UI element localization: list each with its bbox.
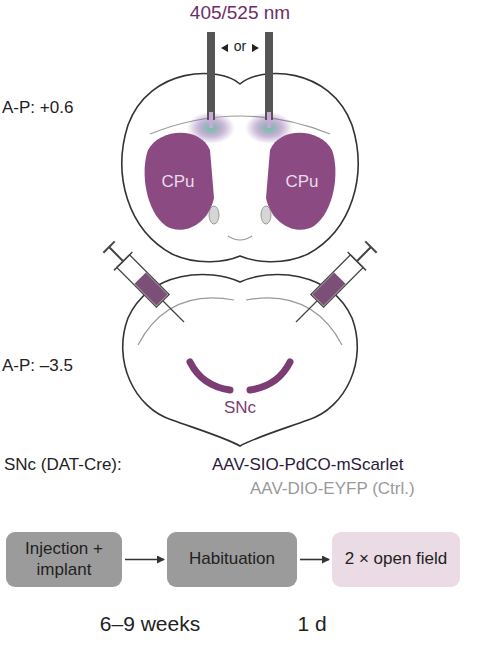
step-text: Injection + implant	[14, 539, 114, 580]
duration-label: 1 d	[297, 612, 326, 636]
wavelength-label: 405/525 nm	[190, 2, 290, 24]
ventricle	[261, 206, 271, 224]
commissure	[228, 236, 252, 240]
corpus-callosum	[150, 116, 330, 134]
cpu-left	[145, 133, 214, 230]
ventricle	[209, 206, 219, 224]
step-arrow	[125, 559, 164, 561]
region-label: CPu	[161, 172, 194, 192]
ap-coordinate: A-P: +0.6	[2, 98, 73, 118]
hippocampus-arc	[246, 298, 342, 345]
syringe-right	[287, 238, 380, 331]
syringe-left	[100, 238, 193, 331]
hippocampus-arc	[138, 298, 234, 345]
light-glow	[245, 112, 293, 144]
step-text: Habituation	[189, 549, 275, 569]
or-arrow-right	[252, 44, 259, 52]
genotype-label: SNc (DAT-Cre):	[4, 455, 122, 475]
light-glow	[187, 112, 235, 144]
step-arrow	[300, 559, 329, 561]
or-label: or	[234, 38, 246, 54]
region-label: CPu	[285, 172, 318, 192]
or-arrow-left	[221, 44, 228, 52]
ap-coordinate: A-P: –3.5	[2, 356, 73, 376]
control-virus-label: AAV-DIO-EYFP (Ctrl.)	[250, 479, 415, 499]
optic-fiber	[265, 32, 273, 120]
step-text: 2 × open field	[345, 549, 448, 569]
duration-label: 6–9 weeks	[100, 612, 200, 636]
snc-left	[190, 362, 230, 390]
optic-fiber	[207, 32, 215, 120]
forebrain-outline	[122, 73, 358, 261]
snc-right	[250, 362, 290, 390]
step-box: Injection + implant	[6, 532, 122, 587]
virus-label: AAV-SIO-PdCO-mScarlet	[212, 455, 403, 475]
cpu-right	[266, 133, 335, 230]
step-box: 2 × open field	[332, 532, 460, 587]
region-label: SNc	[224, 398, 256, 418]
fiber-tip	[209, 112, 213, 128]
fiber-tip	[267, 112, 271, 128]
step-box: Habituation	[167, 532, 297, 587]
